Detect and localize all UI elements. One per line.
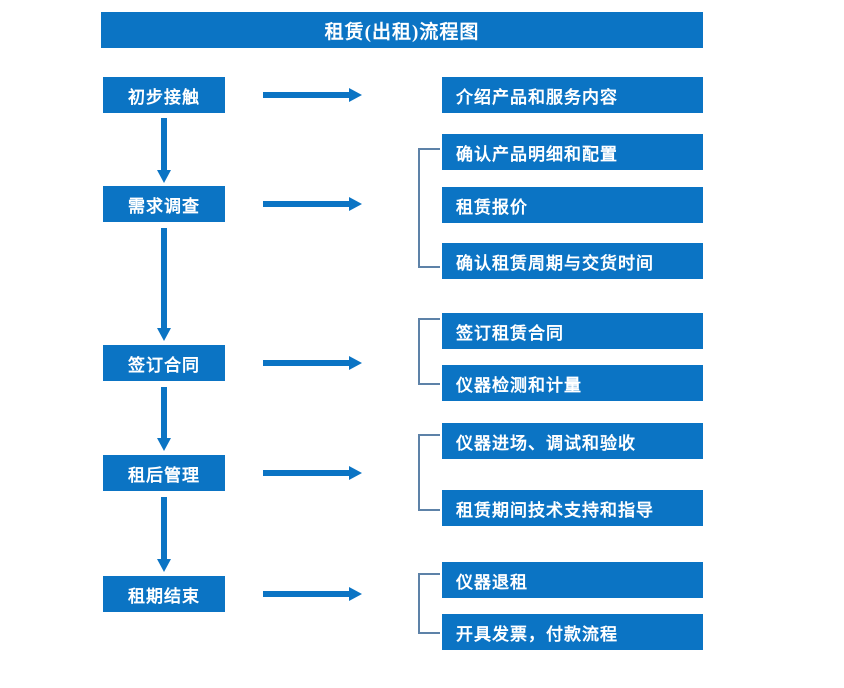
detail-box-10[interactable]: 开具发票，付款流程 bbox=[442, 614, 703, 650]
stage-box-3[interactable]: 签订合同 bbox=[103, 345, 225, 381]
stage-box-5[interactable]: 租期结束 bbox=[103, 576, 225, 612]
detail-box-4[interactable]: 确认租赁周期与交货时间 bbox=[442, 243, 703, 279]
stage-box-1[interactable]: 初步接触 bbox=[103, 77, 225, 113]
vertical-arrow-icon-2 bbox=[156, 228, 172, 342]
horizontal-arrow-icon-5 bbox=[263, 586, 363, 602]
group-bracket-3 bbox=[418, 318, 442, 385]
stage-box-4[interactable]: 租后管理 bbox=[103, 455, 225, 491]
horizontal-arrow-icon-2 bbox=[263, 196, 363, 212]
vertical-arrow-icon-1 bbox=[156, 118, 172, 184]
horizontal-arrow-icon-4 bbox=[263, 465, 363, 481]
stage-box-2[interactable]: 需求调查 bbox=[103, 186, 225, 222]
detail-box-3[interactable]: 租赁报价 bbox=[442, 187, 703, 223]
group-bracket-2 bbox=[418, 148, 442, 268]
group-bracket-5 bbox=[418, 573, 442, 634]
detail-box-7[interactable]: 仪器进场、调试和验收 bbox=[442, 423, 703, 459]
page-title: 租赁(出租)流程图 bbox=[101, 12, 703, 48]
detail-box-6[interactable]: 仪器检测和计量 bbox=[442, 365, 703, 401]
horizontal-arrow-icon-3 bbox=[263, 355, 363, 371]
vertical-arrow-icon-3 bbox=[156, 387, 172, 452]
detail-box-2[interactable]: 确认产品明细和配置 bbox=[442, 134, 703, 170]
vertical-arrow-icon-4 bbox=[156, 497, 172, 573]
detail-box-1[interactable]: 介绍产品和服务内容 bbox=[442, 77, 703, 113]
detail-box-8[interactable]: 租赁期间技术支持和指导 bbox=[442, 490, 703, 526]
horizontal-arrow-icon-1 bbox=[263, 87, 363, 103]
detail-box-5[interactable]: 签订租赁合同 bbox=[442, 313, 703, 349]
detail-box-9[interactable]: 仪器退租 bbox=[442, 562, 703, 598]
group-bracket-4 bbox=[418, 434, 442, 511]
